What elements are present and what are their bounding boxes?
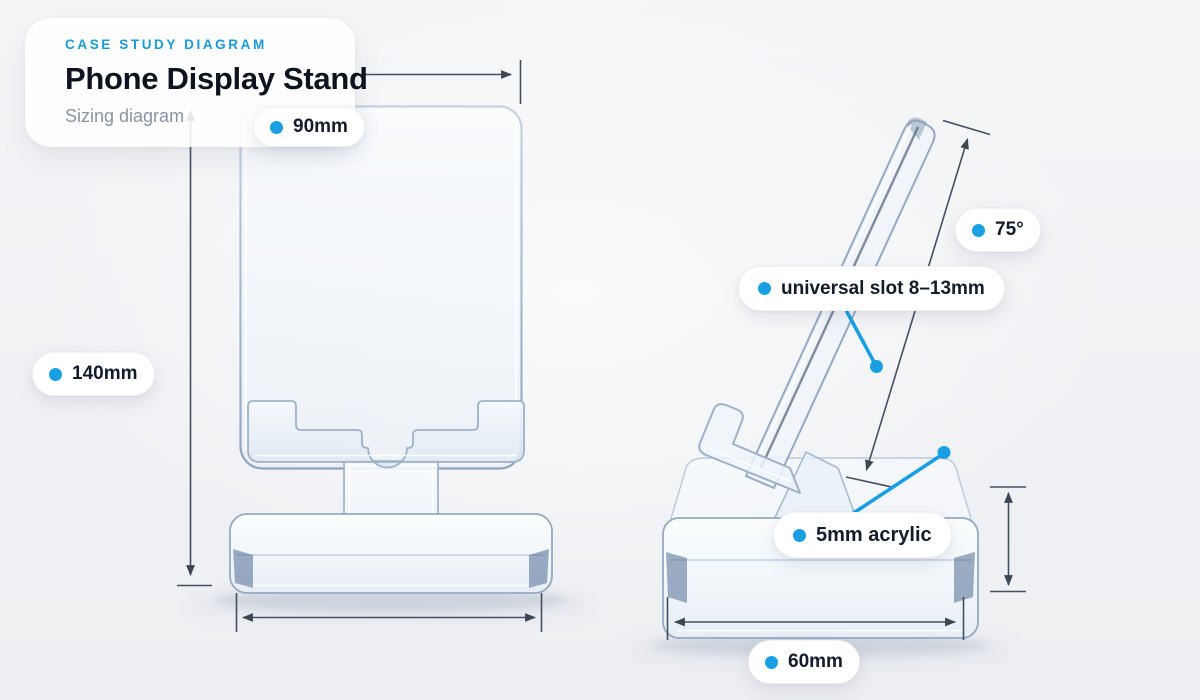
front-view-stand <box>229 105 553 594</box>
dimension-label-thickness: 5mm acrylic <box>816 523 932 546</box>
depth-dimension-line <box>666 597 965 640</box>
annotation-dot-icon <box>972 223 985 237</box>
annotation-dot-icon <box>49 367 62 381</box>
eyebrow-label: CASE STUDY DIAGRAM <box>65 37 267 52</box>
annotation-dot-icon <box>793 528 806 542</box>
page-title: Phone Display Stand <box>65 61 368 96</box>
annotation-dot-icon <box>765 655 778 669</box>
callout-leaders <box>838 310 951 524</box>
side-cradle-hook <box>698 403 801 494</box>
dimension-label-angle: 75° <box>995 219 1024 240</box>
dimension-label-slot: universal slot 8–13mm <box>781 277 985 299</box>
thickness-leader-line <box>838 446 951 524</box>
dimension-label-width: 90mm <box>293 116 348 137</box>
base-height-dimension-line <box>990 486 1026 593</box>
front-cradle-tray <box>247 400 525 469</box>
dimension-pill-slot: universal slot 8–13mm <box>738 266 1005 311</box>
front-base-dimension-line <box>235 593 543 632</box>
annotation-dot-icon <box>270 120 283 134</box>
annotation-dot-icon <box>758 282 771 295</box>
height-dimension-line <box>177 109 212 587</box>
front-base <box>229 513 553 594</box>
slot-leader-line <box>845 310 883 373</box>
page-subtitle: Sizing diagram <box>65 106 185 126</box>
dimension-label-depth: 60mm <box>788 651 843 672</box>
dimension-pill-angle: 75° <box>955 208 1041 252</box>
dimension-pill-height: 140mm <box>32 352 155 396</box>
title-card: CASE STUDY DIAGRAM Phone Display Stand S… <box>25 18 368 147</box>
side-view-stand <box>662 117 979 639</box>
dimension-label-height: 140mm <box>72 363 138 384</box>
dimension-pill-width: 90mm <box>253 107 365 147</box>
dimension-pill-depth: 60mm <box>748 640 860 684</box>
dimension-pill-thickness: 5mm acrylic <box>773 512 952 558</box>
